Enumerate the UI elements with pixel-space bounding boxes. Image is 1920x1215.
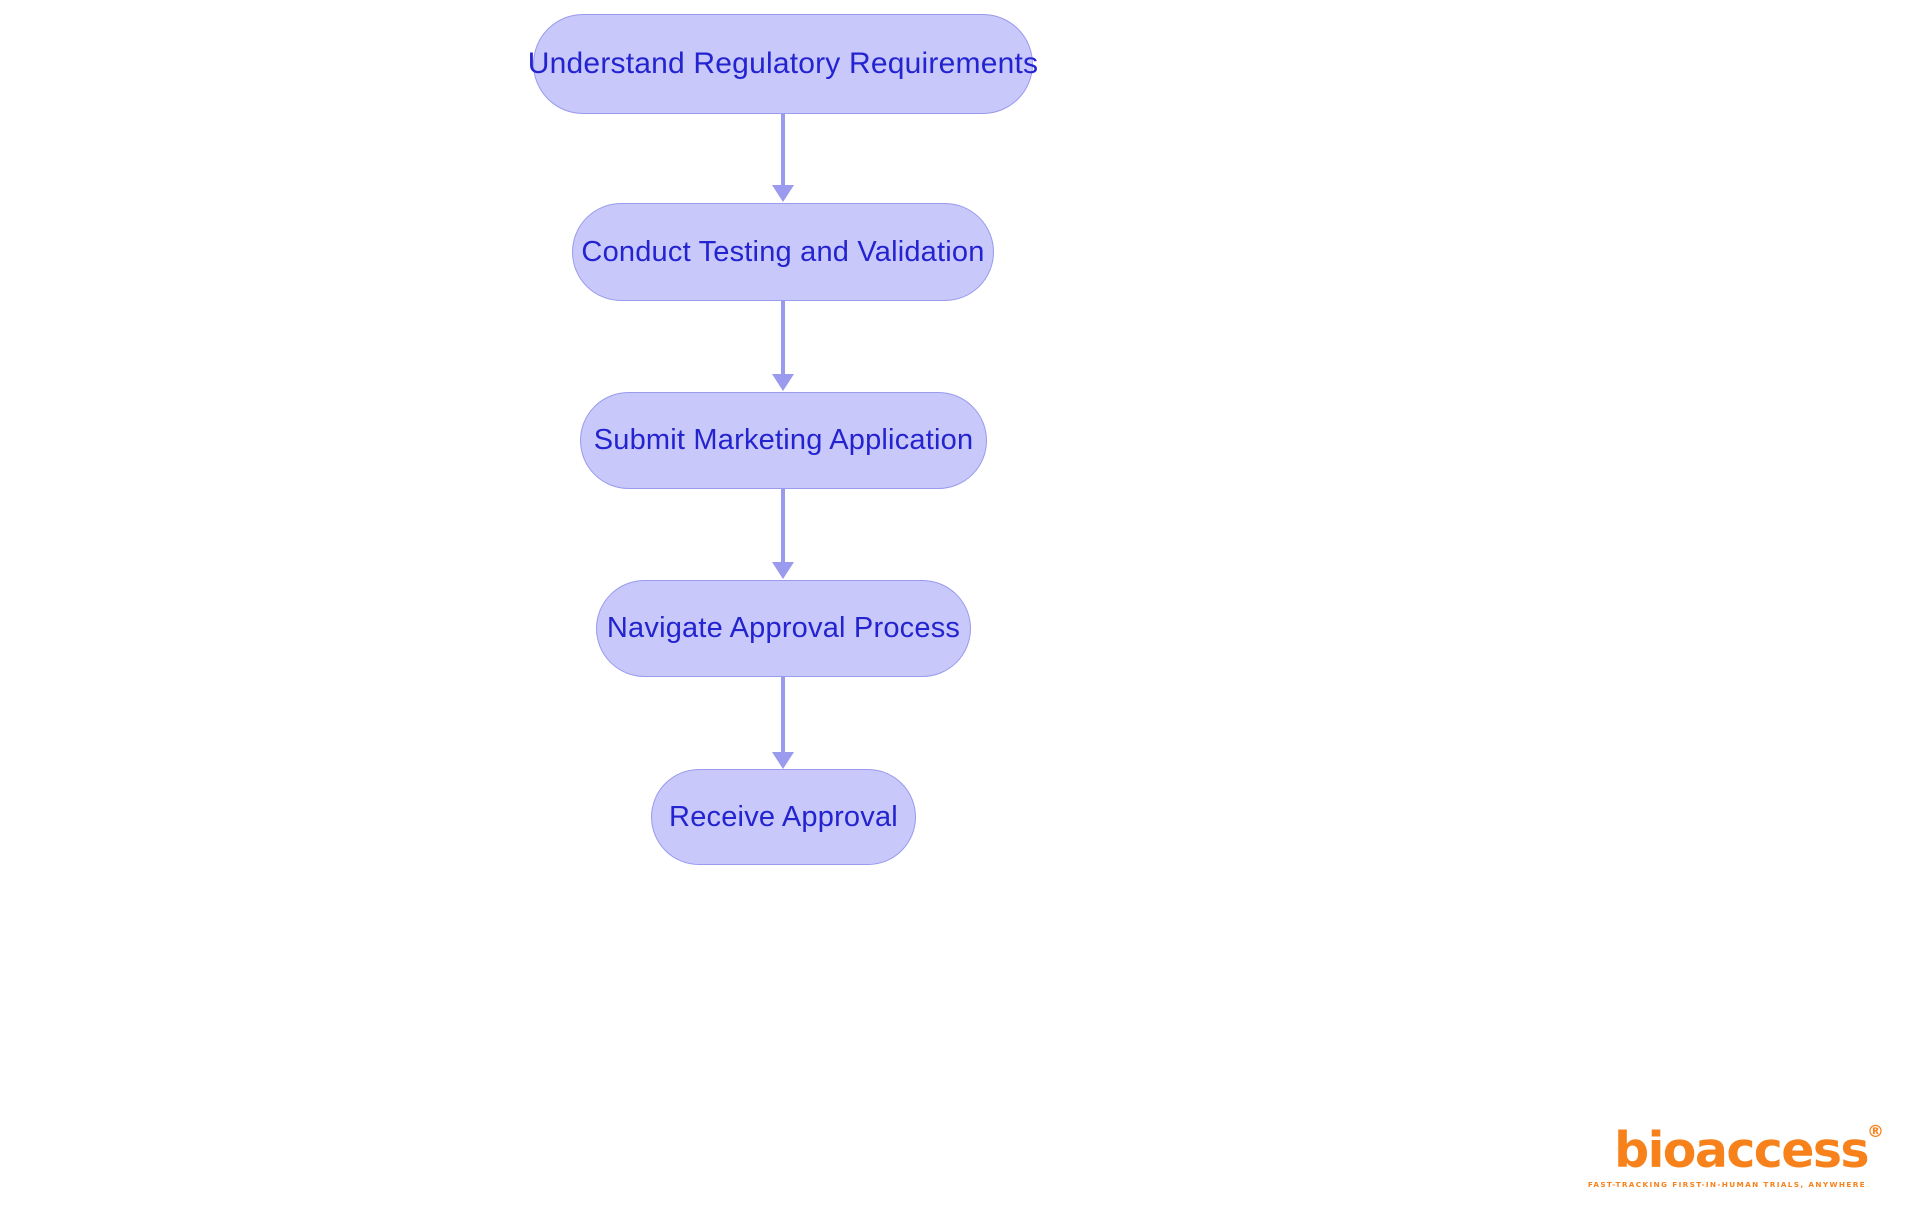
bioaccess-logo: bioaccess® FAST-TRACKING FIRST-IN-HUMAN … — [1587, 1123, 1884, 1189]
flow-node-receive-approval[interactable]: Receive Approval — [651, 769, 916, 865]
flow-node-label: Understand Regulatory Requirements — [527, 47, 1039, 80]
flow-node-label: Navigate Approval Process — [606, 612, 961, 644]
arrowhead-down-icon — [772, 562, 794, 579]
flow-node-navigate-approval-process[interactable]: Navigate Approval Process — [596, 580, 971, 677]
arrowhead-down-icon — [772, 752, 794, 769]
flow-node-submit-marketing-application[interactable]: Submit Marketing Application — [580, 392, 987, 489]
edge-stem — [781, 489, 785, 562]
flow-edge-2-to-3 — [770, 301, 796, 391]
flow-edge-3-to-4 — [770, 489, 796, 579]
edge-stem — [781, 114, 785, 185]
bioaccess-tagline: FAST-TRACKING FIRST-IN-HUMAN TRIALS, ANY… — [1587, 1179, 1866, 1189]
flowchart-node-column: Understand Regulatory Requirements Condu… — [528, 14, 1038, 865]
bioaccess-wordmark: bioaccess® — [1614, 1123, 1884, 1175]
edge-stem — [781, 677, 785, 752]
flow-edge-1-to-2 — [770, 114, 796, 202]
flow-node-label: Conduct Testing and Validation — [581, 235, 985, 268]
edge-stem — [781, 301, 785, 374]
registered-trademark-icon: ® — [1867, 1121, 1884, 1142]
bioaccess-wordmark-text: bioaccess — [1614, 1121, 1869, 1179]
flow-node-conduct-testing-and-validation[interactable]: Conduct Testing and Validation — [572, 203, 994, 301]
flow-node-understand-regulatory-requirements[interactable]: Understand Regulatory Requirements — [528, 14, 1038, 114]
arrowhead-down-icon — [772, 185, 794, 202]
flow-node-label: Receive Approval — [669, 800, 898, 833]
flow-edge-4-to-5 — [770, 677, 796, 769]
arrowhead-down-icon — [772, 374, 794, 391]
flow-node-label: Submit Marketing Application — [593, 424, 974, 456]
